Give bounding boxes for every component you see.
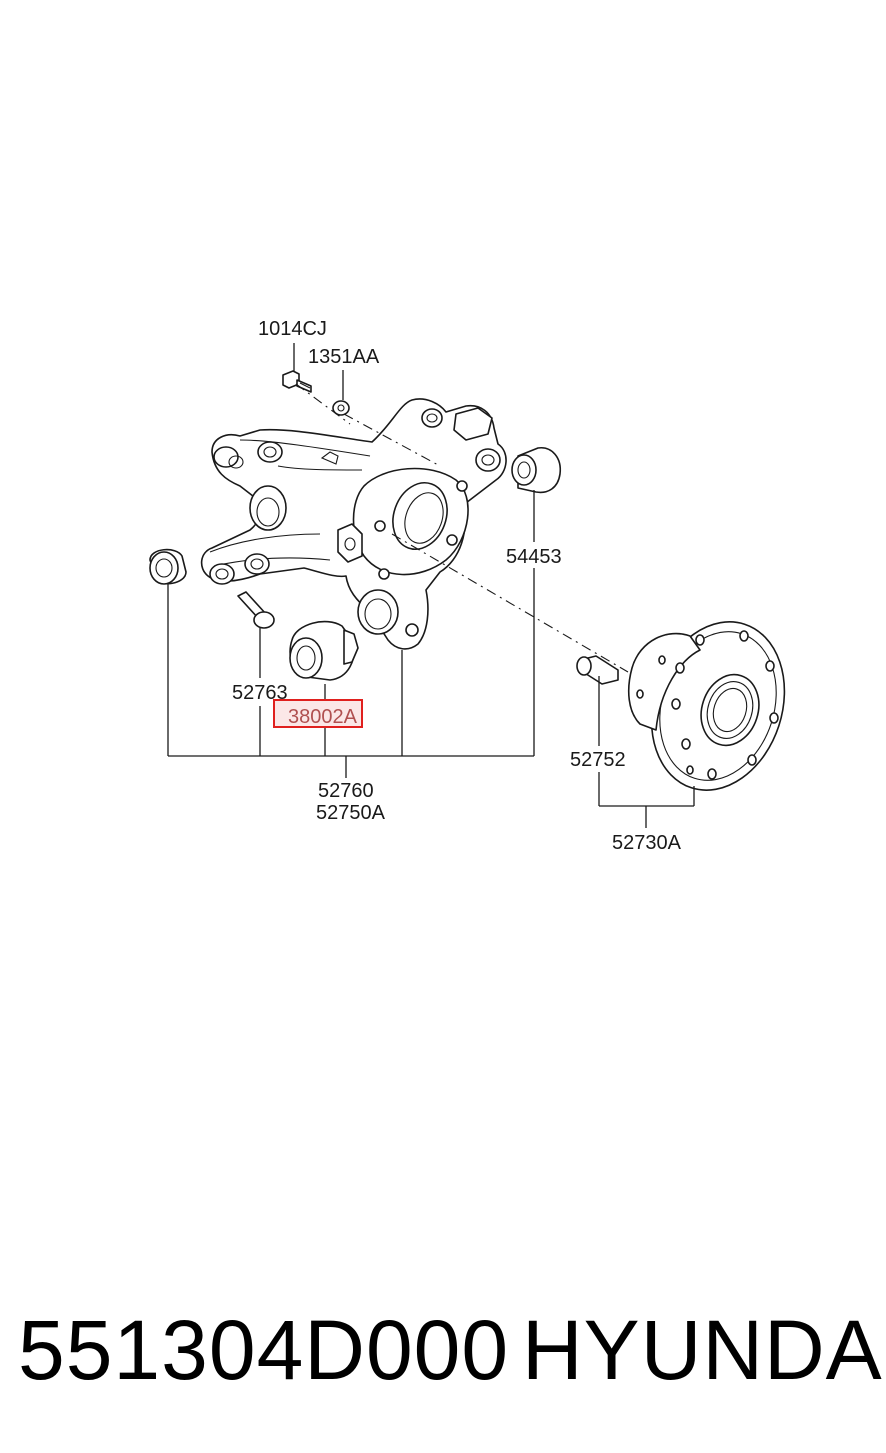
lower-bushing-drawing: [289, 620, 359, 681]
washer-drawing: [332, 370, 350, 416]
axis-line-hub: [391, 533, 629, 673]
callout-knuckle-2: 52750A: [316, 802, 386, 824]
callout-bushing-lower[interactable]: 38002A: [288, 706, 358, 728]
leader-lines: [167, 490, 695, 828]
hub-assembly-drawing: [576, 621, 786, 791]
highlight-box: [273, 699, 363, 728]
callout-hub-assembly: 52730A: [612, 832, 682, 854]
parts-diagram: 1014CJ 1351AA 54453 52763 38002A 52760 5…: [149, 318, 786, 854]
part-number: 551304D000: [18, 1303, 510, 1397]
callout-bushing-right: 54453: [506, 546, 562, 568]
pin-drawing: [237, 591, 275, 629]
axis-line-bolt: [343, 413, 441, 467]
brand-name: HYUNDAI: [522, 1303, 886, 1397]
callout-bolt: 1014CJ: [258, 318, 327, 340]
bolt-drawing: [282, 343, 312, 393]
callout-knuckle-1: 52760: [318, 780, 374, 802]
callout-washer: 1351AA: [308, 346, 380, 368]
callout-hub-bolt: 52752: [570, 749, 626, 771]
caption-bar: 551304D000 HYUNDAI: [0, 1290, 886, 1410]
left-bushing-drawing: [149, 548, 187, 585]
right-bushing-drawing: [511, 447, 562, 494]
callout-pin: 52763: [232, 682, 288, 704]
knuckle-drawing: [200, 398, 507, 650]
